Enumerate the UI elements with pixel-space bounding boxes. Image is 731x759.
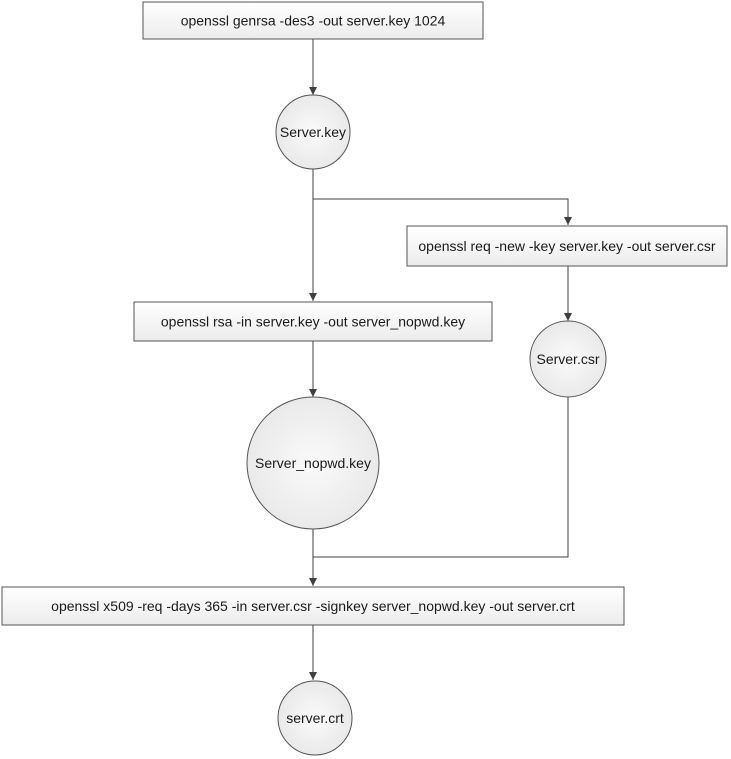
file-server-nopwd-key-label: Server_nopwd.key xyxy=(255,455,371,471)
command-box-x509: openssl x509 -req -days 365 -in server.c… xyxy=(1,586,625,626)
file-node-server-crt: server.crt xyxy=(277,680,353,756)
file-node-server-csr: Server.csr xyxy=(529,320,607,398)
command-x509-label: openssl x509 -req -days 365 -in server.c… xyxy=(51,598,575,614)
command-req-label: openssl req -new -key server.key -out se… xyxy=(418,238,716,254)
file-server-csr-label: Server.csr xyxy=(536,351,599,367)
command-box-req: openssl req -new -key server.key -out se… xyxy=(406,225,728,267)
command-rsa-label: openssl rsa -in server.key -out server_n… xyxy=(161,314,465,330)
edge-server-key-to-req xyxy=(313,198,572,225)
edge-server-csr-to-merge xyxy=(313,397,569,558)
file-server-key-label: Server.key xyxy=(280,124,346,140)
file-server-crt-label: server.crt xyxy=(286,710,344,726)
file-node-server-key: Server.key xyxy=(275,94,351,170)
file-node-server-nopwd-key: Server_nopwd.key xyxy=(246,396,380,530)
command-box-genrsa: openssl genrsa -des3 -out server.key 102… xyxy=(142,1,484,40)
command-box-rsa: openssl rsa -in server.key -out server_n… xyxy=(133,301,493,342)
command-genrsa-label: openssl genrsa -des3 -out server.key 102… xyxy=(181,13,446,29)
